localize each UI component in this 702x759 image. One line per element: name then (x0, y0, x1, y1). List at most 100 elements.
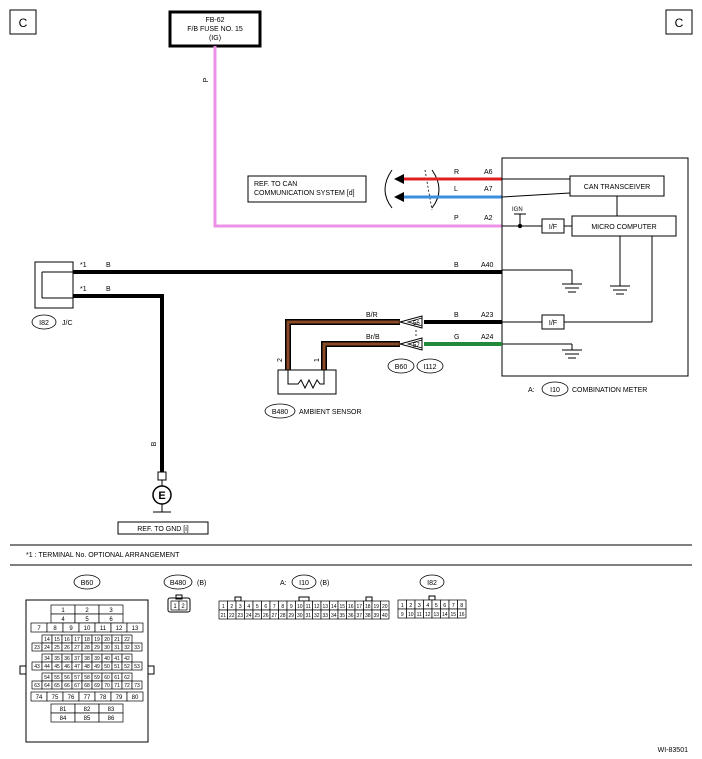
pin-number: 9 (69, 626, 73, 632)
b1-color-right: B (454, 262, 459, 269)
pin-number: 21 (220, 613, 226, 619)
pin-number: 22 (229, 613, 235, 619)
micro-computer-label: MICRO COMPUTER (591, 224, 656, 231)
pin-number: 12 (116, 626, 123, 632)
ground-symbol: E (152, 471, 172, 513)
br-pin: A23 (481, 312, 494, 319)
sensor-wires (285, 315, 502, 370)
pin-number: 17 (356, 604, 362, 610)
ground-e-label: E (158, 490, 165, 502)
pin-number: 51 (114, 664, 120, 670)
pin-number: 15 (339, 604, 345, 610)
pin-number: 66 (64, 683, 70, 689)
pin-number: 1 (401, 603, 404, 609)
if1-label: I/F (549, 224, 557, 231)
pin-number: 86 (108, 716, 115, 722)
conn-i112: I112 (423, 364, 436, 371)
pin-number: 38 (365, 613, 371, 619)
pin-number: 8 (460, 603, 463, 609)
legend-i82-label: I82 (419, 574, 445, 590)
conn-b60: B60 (395, 364, 408, 371)
pin-number: 34 (331, 613, 337, 619)
pin-number: 27 (74, 645, 80, 651)
pin-number: 78 (100, 695, 107, 701)
jc-label: J/C (62, 320, 73, 327)
pin-number: 19 (373, 604, 379, 610)
pin-number: 59 (94, 675, 100, 681)
pin-number: 4 (247, 604, 250, 610)
pin-number: 35 (54, 656, 60, 662)
pin-number: 81 (60, 707, 67, 713)
pin-number: 11 (100, 626, 107, 632)
meter-label: COMBINATION METER (572, 387, 647, 394)
pin-number: 42 (124, 656, 130, 662)
ground-ref-label: REF. TO GND [i] (137, 526, 189, 533)
pin-number: 23 (237, 613, 243, 619)
pin-number: 43 (34, 664, 40, 670)
brb-conn-pin: 57 (413, 343, 420, 349)
pin-number: 57 (74, 675, 80, 681)
pin-number: 8 (281, 604, 284, 610)
pin-number: 75 (52, 695, 59, 701)
pin-number: 6 (264, 604, 267, 610)
terminal-note: *1 : TERMINAL No. OPTIONAL ARRANGEMENT (26, 552, 180, 559)
pin-number: 70 (104, 683, 110, 689)
pin-number: 30 (297, 613, 303, 619)
pin-number: 31 (114, 645, 120, 651)
pin-number: 37 (356, 613, 362, 619)
pin-number: 6 (443, 603, 446, 609)
pin-number: 12 (425, 612, 431, 618)
pin-cell (126, 691, 144, 702)
jc-connector-id: I82 (39, 320, 49, 327)
pin-number: 11 (306, 604, 311, 610)
pin-number: 33 (134, 645, 140, 651)
black-wires (73, 270, 502, 472)
pin-number: 14 (442, 612, 448, 618)
ground-reference-box: REF. TO GND [i] (117, 521, 209, 535)
pin-number: 14 (44, 637, 50, 643)
pin-number: 26 (64, 645, 70, 651)
pin-number: 6 (109, 617, 113, 623)
pin-number: 5 (435, 603, 438, 609)
pin-number: 28 (84, 645, 90, 651)
pin-number: 5 (256, 604, 259, 610)
pin-number: 84 (60, 716, 67, 722)
sensor-connector-ids: B60 I112 (387, 358, 444, 374)
pin-number: 10 (297, 604, 303, 610)
ambient-sensor: 2 1 B480 AMBIENT SENSOR (264, 358, 362, 419)
pin-number: 79 (116, 695, 123, 701)
pin-number: 34 (44, 656, 50, 662)
corner-marker-left: C (9, 9, 37, 35)
pin-number: 20 (382, 604, 388, 610)
pin-number: 61 (114, 675, 120, 681)
pin-number: 49 (94, 664, 100, 670)
pin-number: 83 (108, 707, 115, 713)
pin-number: 62 (124, 675, 130, 681)
pin-number: 22 (124, 637, 130, 643)
pin-number: 64 (44, 683, 50, 689)
figure-id: WI-83501 (658, 747, 688, 754)
can-ref-line1: REF. TO CAN (254, 181, 297, 188)
pin-number: 77 (84, 695, 91, 701)
pin-number: 13 (322, 604, 328, 610)
pin-number: 60 (104, 675, 110, 681)
pin-number: 9 (290, 604, 293, 610)
wire-p-color: P (454, 215, 459, 222)
pin-number: 2 (409, 603, 412, 609)
pin-number: 33 (322, 613, 328, 619)
sensor-pin2: 2 (277, 358, 284, 362)
pin-number: 35 (339, 613, 345, 619)
b1-pin: A40 (481, 262, 494, 269)
wire-p-pin: A2 (484, 215, 493, 222)
pin-number: 85 (84, 716, 91, 722)
pin-number: 7 (273, 604, 276, 610)
pin-number: 72 (124, 683, 130, 689)
pin-number: 39 (373, 613, 379, 619)
pin-number: 68 (84, 683, 90, 689)
gnd-wire-color: B (151, 441, 158, 446)
fuse-line1: FB-62 (205, 17, 224, 24)
pin-cell (380, 609, 390, 620)
pin-number: 29 (94, 645, 100, 651)
corner-marker-right: C (665, 9, 693, 35)
